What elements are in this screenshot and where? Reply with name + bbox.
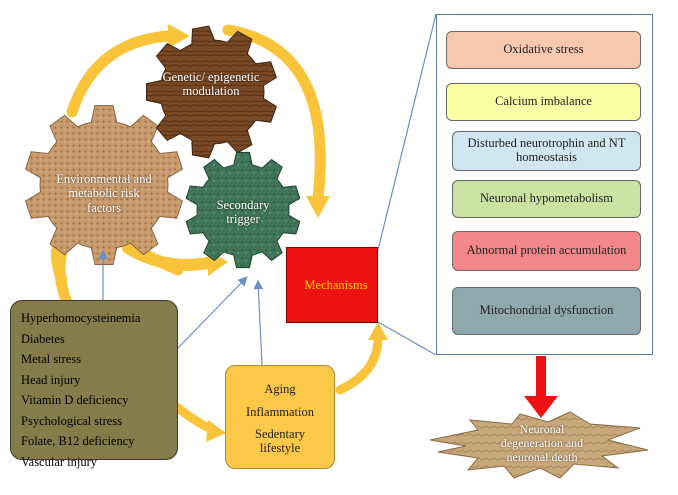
mechanism-protein-accumulation: Abnormal protein accumulation: [452, 231, 641, 271]
gear-secondary-label: Secondary trigger: [216, 198, 270, 227]
mechanism-calcium-imbalance: Calcium imbalance: [446, 83, 641, 121]
gear-environmental: [25, 105, 183, 265]
arrow-lifestyle-to-mechanisms: [335, 333, 383, 395]
lifestyle-box: Aging Inflammation Sedentary lifestyle: [225, 365, 335, 469]
risk-factor-item: Folate, B12 deficiency: [21, 434, 135, 448]
mechanism-hypometabolism: Neuronal hypometabolism: [452, 180, 641, 218]
risk-factor-list: Hyperhomocysteinemia Diabetes Metal stre…: [10, 300, 178, 469]
arrow-risk-to-secondary: [175, 276, 248, 351]
mechanisms-label: Mechanisms: [304, 278, 368, 292]
panel-connector-bottom: [377, 321, 437, 356]
mechanism-mitochondrial: Mitochondrial dysfunction: [452, 287, 641, 335]
lifestyle-sedentary: Sedentary lifestyle: [255, 426, 305, 456]
gear-environmental-label: Environmental and metabolic risk factors: [56, 172, 152, 215]
lifestyle-aging: Aging: [264, 382, 296, 396]
cycle-arrowheads: [168, 24, 330, 218]
mechanism-neurotrophin: Disturbed neurotrophin and NT homeostasi…: [452, 131, 641, 171]
risk-factor-item: Vascular injury: [21, 454, 98, 469]
arrow-lifestyle-to-secondary: [253, 279, 264, 366]
mechanisms-box: [286, 247, 378, 323]
gear-genetic-label: Genetic/ epigenetic modulation: [162, 70, 260, 99]
risk-factor-item: Metal stress: [21, 352, 82, 366]
arrow-to-outcome: [524, 356, 558, 418]
outcome-label: Neuronal degeneration and neuronal death: [500, 422, 584, 464]
gear-genetic: [146, 25, 278, 159]
cycle-arrow-top-left: [66, 30, 174, 118]
lifestyle-inflammation: Inflammation: [245, 405, 315, 420]
cycle-arrow-right: [222, 24, 326, 204]
risk-factor-item: Head injury: [21, 372, 81, 387]
risk-factor-item: Hyperhomocysteinemia: [21, 311, 141, 325]
risk-factor-item: Psychological stress: [21, 413, 123, 428]
panel-connector-top: [377, 13, 437, 251]
mechanism-oxidative-stress: Oxidative stress: [446, 31, 641, 69]
risk-factor-item: Vitamin D deficiency: [21, 393, 129, 407]
outcome-shape: [429, 411, 649, 479]
arrow-environmental-to-secondary: [122, 242, 218, 271]
connector-arrows: [98, 13, 437, 366]
risk-factor-item: Diabetes: [21, 331, 65, 346]
gear-secondary: [185, 151, 301, 269]
